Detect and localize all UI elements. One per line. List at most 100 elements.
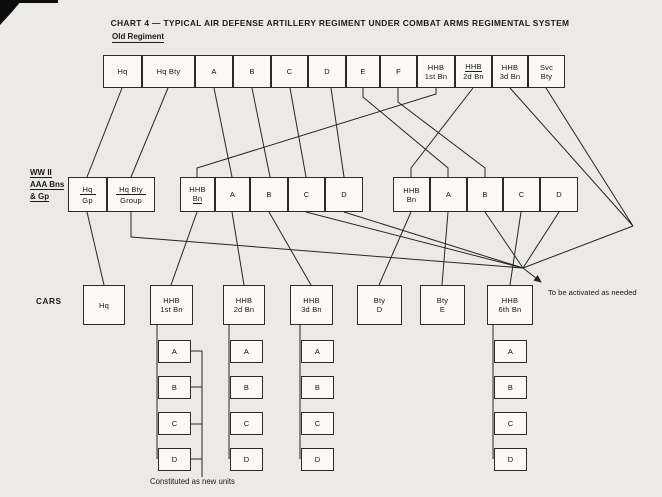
connector-line (191, 350, 203, 477)
unit-box-top-label: HHB (189, 185, 206, 194)
unit-box-top-label: B (266, 190, 272, 199)
unit-box-bottom-label: 2d Bn (463, 72, 484, 81)
unit-box-new-bty-col3-c: C (301, 412, 334, 435)
unit-box-new-bty-col2-b: B (230, 376, 263, 399)
unit-box-bottom-label: 3d Bn (499, 71, 521, 81)
unit-box-wwii-bn2-c: C (503, 177, 540, 212)
connector-line (268, 211, 312, 286)
unit-box-top-label: HHB (427, 62, 445, 72)
unit-box-wwii-bn1-d: D (325, 177, 363, 212)
unit-box-top-label: HHB (465, 62, 482, 72)
unit-box-new-bty-col2-c: C (230, 412, 263, 435)
connector-line (545, 87, 634, 227)
unit-box-top-label: Svc (539, 62, 554, 72)
unit-box-new-bty-col3-b: B (301, 376, 334, 399)
unit-box-old-f: F (380, 55, 417, 88)
unit-box-top-label: HHB (501, 62, 519, 72)
unit-box-top-label: B (314, 383, 321, 392)
activate-annotation: To be activated as needed (548, 288, 637, 297)
unit-box-top-label: B (507, 383, 514, 392)
connector-line (213, 87, 233, 178)
connector-line (196, 88, 437, 177)
unit-box-top-label: C (243, 419, 250, 428)
connector-line (343, 211, 524, 269)
unit-box-bottom-label: 1st Bn (424, 71, 448, 81)
connector-line (231, 211, 245, 286)
connector-line (130, 87, 169, 178)
unit-box-top-label: D (314, 455, 321, 464)
unit-box-top-label: Bty (373, 296, 386, 305)
unit-box-wwii-bn1-c: C (288, 177, 325, 212)
unit-box-top-label: C (507, 419, 514, 428)
unit-box-new-bty-col1-c: C (158, 412, 191, 435)
unit-box-bottom-label: Bn (192, 194, 203, 204)
unit-box-bottom-label: Group (120, 195, 142, 205)
wwii-era-line3: & Gp (30, 192, 50, 202)
unit-box-top-label: A (314, 347, 321, 356)
unit-box-new-bty-col4-b: B (494, 376, 527, 399)
unit-box-bottom-label: 6th Bn (498, 305, 522, 314)
unit-box-bottom-label: Bn (406, 194, 417, 204)
connector-line (251, 87, 271, 178)
unit-box-top-label: HHB (403, 185, 420, 195)
unit-box-wwii-bn2-b: B (467, 177, 503, 212)
connector-line (305, 211, 524, 269)
connector-line (86, 87, 123, 178)
unit-box-top-label: A (229, 190, 236, 199)
unit-box-new-bty-col2-d: D (230, 448, 263, 471)
unit-box-top-label: Bty (436, 296, 449, 305)
unit-box-top-label: B (482, 190, 488, 199)
unit-box-bottom-label: 3d Bn (301, 305, 322, 314)
unit-box-bottom-label: 1st Bn (160, 305, 183, 314)
connector-line (522, 211, 560, 269)
old-regiment-label: Old Regiment (112, 32, 165, 43)
unit-box-top-label: C (314, 419, 321, 428)
connector-line (362, 88, 449, 177)
unit-box-new-bty-col4-c: C (494, 412, 527, 435)
connector-line (509, 211, 522, 286)
unit-box-top-label: F (396, 67, 401, 76)
connector-line (484, 211, 524, 269)
connector-line (289, 87, 307, 178)
unit-box-wwii-bn1-a: A (215, 177, 250, 212)
connector-line (410, 87, 474, 177)
unit-box-new-bty-col3-d: D (301, 448, 334, 471)
unit-box-top-label: C (171, 419, 178, 428)
unit-box-top-label: D (171, 455, 178, 464)
unit-box-bottom-label: Gp (82, 195, 93, 205)
unit-box-top-label: A (507, 347, 514, 356)
unit-box-top-label: HHB (501, 296, 519, 305)
unit-box-top-label: C (286, 67, 293, 76)
unit-box-old-e: E (346, 55, 380, 88)
unit-box-new-bty-col1-b: B (158, 376, 191, 399)
unit-box-bottom-label: E (439, 305, 446, 314)
unit-box-top-label: C (303, 190, 310, 199)
unit-box-old-hq-bty: Hq Bty (142, 55, 195, 88)
connector-line (378, 211, 412, 286)
unit-box-old-hq: Hq (103, 55, 142, 88)
unit-box-top-label: Hq (99, 300, 109, 310)
unit-box-new-bty-col4-a: A (494, 340, 527, 363)
unit-box-top-label: E (360, 67, 366, 76)
unit-box-wwii-bn1-b: B (250, 177, 288, 212)
unit-box-wwii-bn2-a: A (430, 177, 467, 212)
unit-box-top-label: D (341, 190, 347, 199)
unit-box-cars-hq: Hq (83, 285, 125, 325)
wwii-era-line2: AAA Bns (30, 180, 65, 190)
unit-box-bottom-label: Bty (540, 71, 553, 81)
chart-title: CHART 4 — TYPICAL AIR DEFENSE ARTILLERY … (110, 18, 570, 28)
unit-box-old-c: C (271, 55, 308, 88)
unit-box-top-label: D (243, 455, 250, 464)
unit-box-top-label: C (518, 190, 525, 199)
